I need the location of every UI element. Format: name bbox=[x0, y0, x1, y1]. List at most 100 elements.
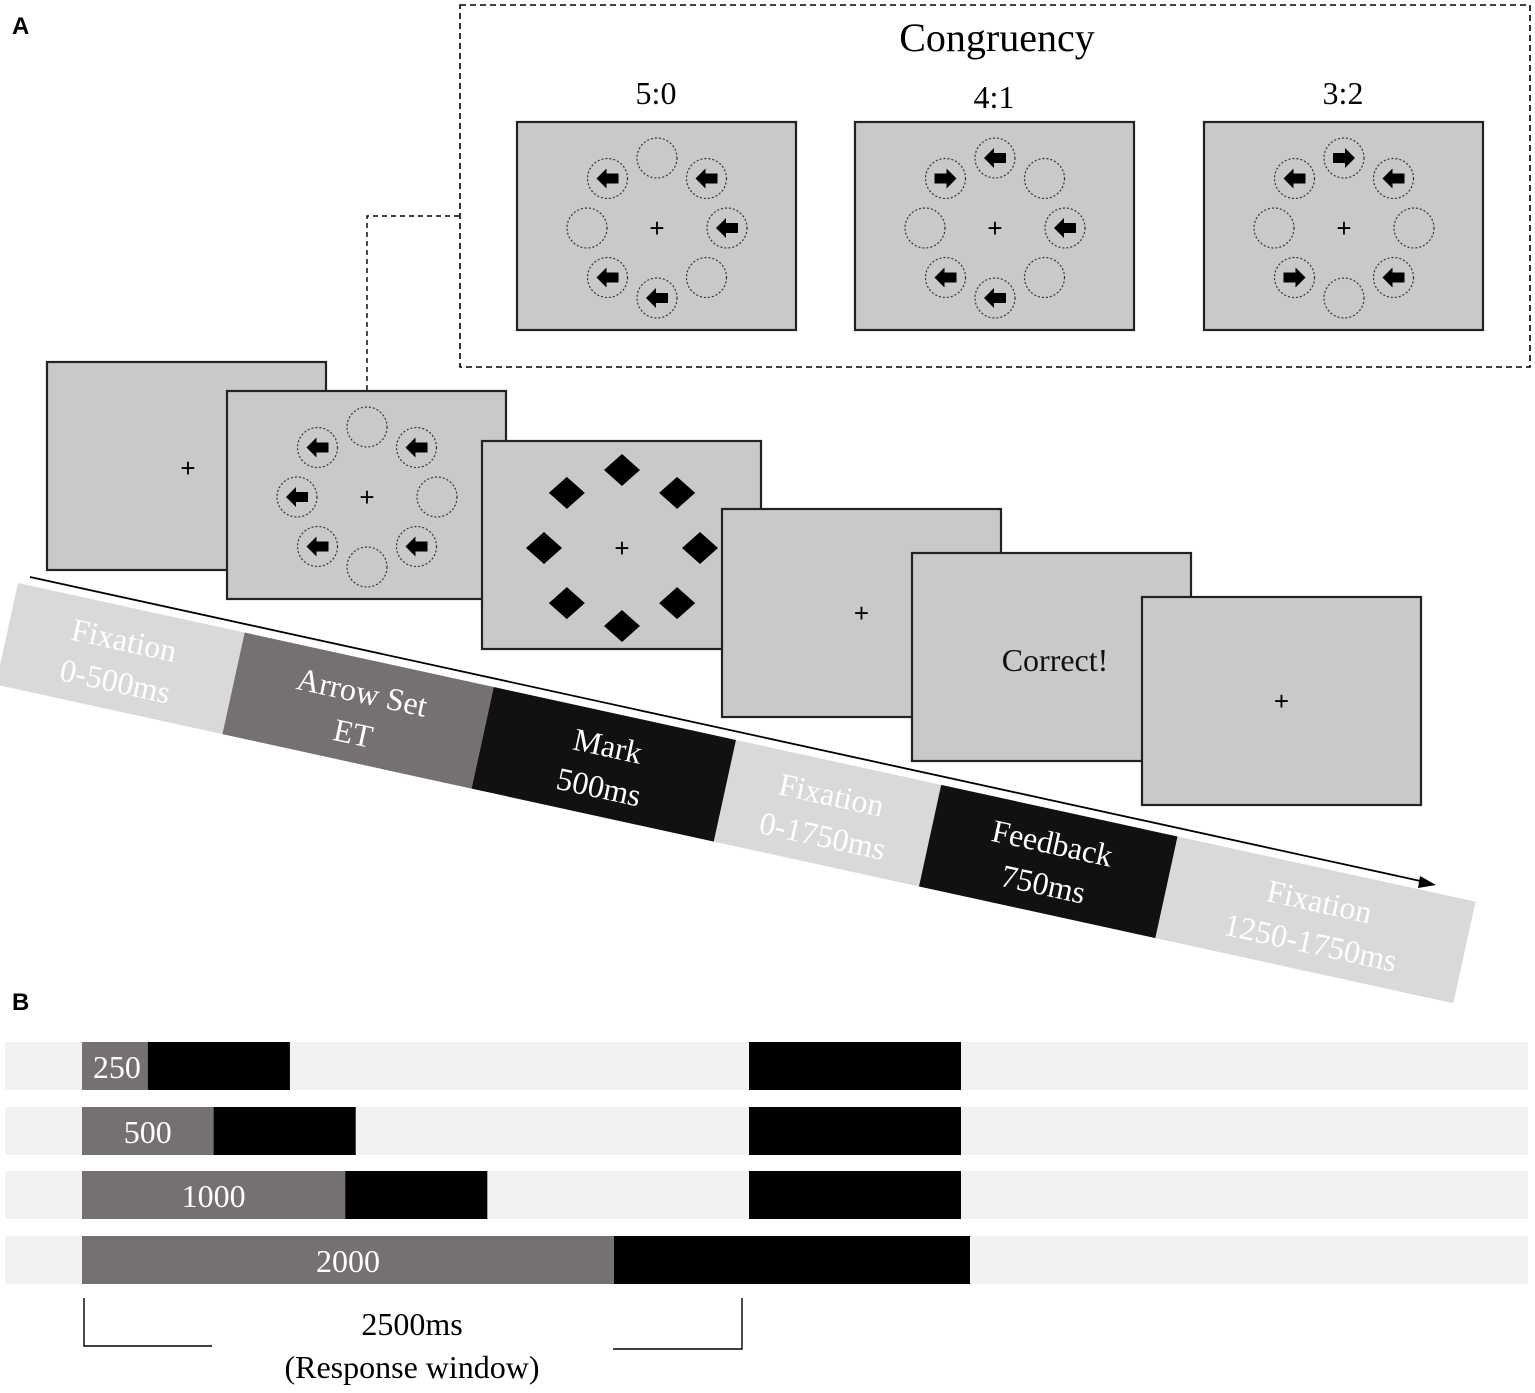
condition-ratio-5-0: 5:0 bbox=[636, 75, 677, 111]
panel-a-label: A bbox=[12, 13, 29, 40]
dotted-circle-placeholder bbox=[296, 426, 339, 469]
dotted-circle-placeholder bbox=[1023, 256, 1066, 299]
dotted-circle-placeholder bbox=[685, 256, 728, 299]
left-arrow-icon bbox=[286, 487, 308, 507]
diamond-mark-icon bbox=[548, 476, 585, 509]
congruency-connector bbox=[366, 215, 460, 390]
dotted-circle-placeholder bbox=[706, 207, 748, 249]
left-arrow-icon bbox=[596, 267, 619, 288]
dotted-circle-placeholder bbox=[1372, 157, 1415, 200]
dotted-circle-placeholder bbox=[566, 207, 608, 249]
dotted-circle-placeholder bbox=[974, 137, 1016, 179]
timeline-event-duration: ET bbox=[330, 711, 376, 755]
left-arrow-icon bbox=[306, 437, 329, 458]
trial-screen-fixation: + bbox=[1140, 595, 1423, 807]
fixation-cross: + bbox=[1336, 213, 1351, 243]
response-window-duration: 2500ms bbox=[361, 1306, 462, 1342]
timing-row: 500 bbox=[5, 1107, 1528, 1155]
dotted-circle-placeholder bbox=[1023, 157, 1066, 200]
time-axis-arrow bbox=[29, 576, 1436, 888]
arrow-set-bar bbox=[82, 1107, 214, 1155]
left-arrow-icon bbox=[934, 267, 957, 288]
fixation-cross: + bbox=[649, 213, 664, 243]
diamond-mark-icon bbox=[604, 454, 640, 486]
panel-b-label: B bbox=[12, 989, 29, 1016]
congruency-title: Congruency bbox=[899, 15, 1095, 60]
mark-bar bbox=[213, 1107, 356, 1155]
left-arrow-icon bbox=[1382, 168, 1405, 189]
diamond-mark-icon bbox=[548, 587, 585, 620]
dotted-circle-placeholder bbox=[586, 157, 629, 200]
left-arrow-icon bbox=[1382, 267, 1405, 288]
screen-frame bbox=[1140, 595, 1423, 807]
dotted-circle-placeholder bbox=[924, 256, 967, 299]
left-arrow-icon bbox=[695, 168, 718, 189]
arrow-duration-label: 500 bbox=[124, 1114, 172, 1150]
fixation-cross: + bbox=[1274, 686, 1289, 716]
arrow-set-bar bbox=[82, 1171, 346, 1219]
arrow-set-bar bbox=[82, 1236, 614, 1284]
mark-bar bbox=[614, 1236, 970, 1284]
arrow-set-bar bbox=[82, 1042, 148, 1090]
mark-bar bbox=[147, 1042, 290, 1090]
dotted-circle-placeholder bbox=[1393, 207, 1435, 249]
screen-frame bbox=[225, 389, 508, 601]
diamond-mark-icon bbox=[604, 610, 640, 642]
feedback-text: Correct! bbox=[1002, 642, 1109, 678]
condition-ratio-3-2: 3:2 bbox=[1323, 75, 1364, 111]
feedback-bar bbox=[749, 1107, 961, 1155]
screen-frame bbox=[515, 120, 798, 332]
response-window-label: (Response window) bbox=[284, 1349, 539, 1385]
right-arrow-icon bbox=[1333, 148, 1355, 168]
dotted-circle-placeholder bbox=[296, 525, 339, 568]
congruency-screen-5-0: + bbox=[515, 120, 798, 332]
dotted-circle-placeholder bbox=[346, 546, 388, 588]
dotted-circle-placeholder bbox=[346, 406, 388, 448]
timing-row: 2000 bbox=[5, 1236, 1528, 1284]
fixation-cross: + bbox=[614, 533, 629, 563]
dotted-circle-placeholder bbox=[395, 426, 438, 469]
dotted-circle-placeholder bbox=[636, 277, 678, 319]
fixation-cross: + bbox=[180, 453, 195, 483]
left-arrow-icon bbox=[1054, 218, 1076, 238]
feedback-bar bbox=[749, 1042, 961, 1090]
trial-screen-arrows: + bbox=[225, 389, 508, 601]
dotted-circle-placeholder bbox=[395, 525, 438, 568]
diamond-mark-icon bbox=[526, 532, 562, 564]
left-arrow-icon bbox=[646, 288, 668, 308]
dotted-circle-placeholder bbox=[586, 256, 629, 299]
panel-b-timing: 250 500 1000 2000 bbox=[5, 1042, 1528, 1284]
dotted-circle-placeholder bbox=[924, 157, 967, 200]
congruency-box: Congruency 5:0 4:1 3:2 +++ bbox=[459, 4, 1531, 368]
dotted-circle-placeholder bbox=[416, 476, 458, 518]
dotted-circle-placeholder bbox=[1044, 207, 1086, 249]
feedback-bar bbox=[749, 1171, 961, 1219]
left-arrow-icon bbox=[596, 168, 619, 189]
diamond-mark-icon bbox=[659, 476, 696, 509]
left-arrow-icon bbox=[984, 148, 1006, 168]
dotted-circle-placeholder bbox=[1323, 277, 1365, 319]
left-arrow-icon bbox=[984, 288, 1006, 308]
arrow-duration-label: 250 bbox=[93, 1049, 141, 1085]
dotted-circle-placeholder bbox=[1323, 137, 1365, 179]
response-window-bracket: 2500ms (Response window) bbox=[83, 1298, 743, 1385]
trial-screen-mark: + bbox=[480, 439, 763, 651]
arrow-duration-label: 1000 bbox=[182, 1178, 246, 1214]
left-arrow-icon bbox=[405, 536, 428, 557]
congruency-screen-3-2: + bbox=[1202, 120, 1485, 332]
dotted-circle-placeholder bbox=[276, 476, 318, 518]
condition-ratio-4-1: 4:1 bbox=[974, 79, 1015, 115]
diamond-mark-icon bbox=[682, 532, 718, 564]
dotted-circle-placeholder bbox=[1273, 157, 1316, 200]
arrow-duration-label: 2000 bbox=[316, 1243, 380, 1279]
dotted-circle-placeholder bbox=[1273, 256, 1316, 299]
dotted-circle-placeholder bbox=[904, 207, 946, 249]
dotted-circle-placeholder bbox=[685, 157, 728, 200]
